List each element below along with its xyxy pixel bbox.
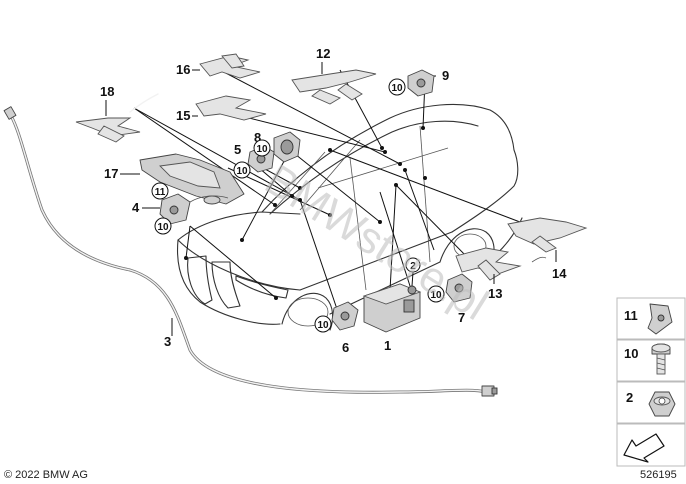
callout-18: 18 [100,84,114,99]
marker-10-c: 10 [253,139,271,157]
antenna-module-17 [139,153,245,205]
callout-9: 9 [442,68,449,83]
svg-text:10: 10 [317,320,329,331]
legend-number-11: 11 [624,308,638,323]
svg-text:10: 10 [256,144,268,155]
leader-lines [133,69,521,319]
marker-10-e: 10 [314,315,332,333]
direction-arrow-icon [623,433,665,463]
marker-10-b: 10 [233,161,251,179]
copyright-text: © 2022 BMW AG [4,469,88,481]
marker-10-a: 10 [388,78,406,96]
bracket-4 [159,193,229,225]
control-unit-1 [362,283,422,333]
callout-6: 6 [342,340,349,355]
diagram-number: 526195 [640,469,677,481]
svg-text:10: 10 [236,166,248,177]
clip-nut-icon [647,303,673,335]
callout-7: 7 [458,310,465,325]
callout-12: 12 [316,46,330,61]
hex-nut-icon [648,391,676,417]
callout-1: 1 [384,338,391,353]
antenna-strip-15 [195,95,267,121]
callout-5: 5 [234,142,241,157]
marker-11: 11 [151,182,169,200]
callout-2: 2 [405,257,421,287]
callout-15: 15 [176,108,190,123]
callout-16: 16 [176,62,190,77]
antenna-strip-14 [507,217,588,263]
antenna-strip-18 [75,93,159,143]
svg-text:11: 11 [155,187,166,198]
svg-text:10: 10 [430,290,442,301]
marker-10-f: 10 [427,285,445,303]
antenna-strip-16 [199,53,261,79]
antenna-cable [3,106,498,397]
legend-number-2: 2 [626,390,633,405]
legend-box-10 [616,339,686,382]
circled-markers: 10 10 10 10 10 10 11 [151,78,445,333]
hardware-legend: 11 10 2 [616,297,686,467]
callout-3: 3 [164,334,171,349]
bracket-9 [407,69,435,97]
callout-14: 14 [552,266,567,281]
svg-text:2: 2 [410,261,416,272]
bracket-7 [445,273,473,303]
screw-icon [651,343,671,375]
callout-13: 13 [488,286,502,301]
callout-17: 17 [104,166,118,181]
callout-4: 4 [132,200,140,215]
antenna-strip-13 [455,247,522,281]
marker-10-d: 10 [154,217,172,235]
legend-number-10: 10 [624,346,638,361]
svg-text:10: 10 [391,83,403,94]
callout-labels: 1 3 4 5 6 7 8 9 12 13 14 15 16 17 18 [100,46,567,355]
svg-text:10: 10 [157,222,169,233]
antenna-strip-12 [291,69,377,105]
bracket-6 [331,301,359,331]
callout-8: 8 [254,130,261,145]
